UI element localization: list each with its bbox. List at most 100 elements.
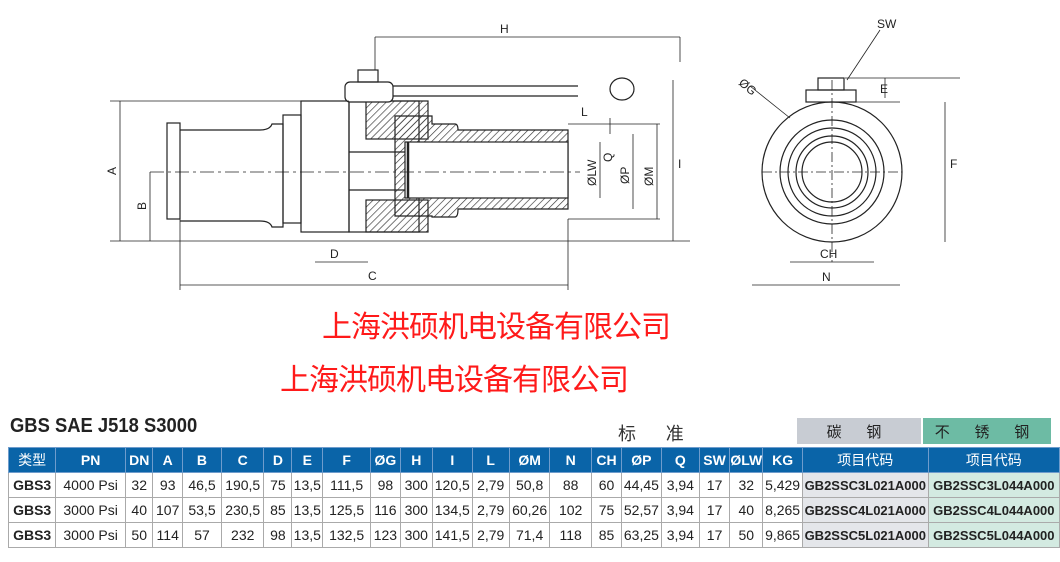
table-cell: 3,94 xyxy=(660,522,700,548)
column-header: 项目代码 xyxy=(927,447,1060,473)
column-header: PN xyxy=(55,447,126,473)
table-cell: 85 xyxy=(263,497,293,523)
item-code-cell: GB2SSC5L044A000 xyxy=(927,522,1060,548)
column-header: H xyxy=(399,447,433,473)
dim-label-q: Q xyxy=(601,153,615,162)
table-cell: 40 xyxy=(124,497,154,523)
table-cell: 3000 Psi xyxy=(55,497,126,523)
table-cell: 111,5 xyxy=(322,472,372,498)
material-carbon-steel: 碳 钢 xyxy=(797,418,921,444)
table-cell: 107 xyxy=(152,497,183,523)
column-header: E xyxy=(291,447,324,473)
column-header: KG xyxy=(762,447,803,473)
table-cell: 85 xyxy=(590,522,623,548)
dim-label-c: C xyxy=(368,269,377,283)
table-cell: 50,8 xyxy=(508,472,551,498)
table-cell: 40 xyxy=(729,497,764,523)
table-cell: 190,5 xyxy=(220,472,265,498)
column-header: ØM xyxy=(508,447,551,473)
watermark-drawing: 上海洪硕机电设备有限公司 xyxy=(322,310,671,345)
table-cell: 75 xyxy=(263,472,293,498)
column-header: B xyxy=(181,447,223,473)
dim-label-p: ØP xyxy=(618,167,632,184)
dim-label-sw: SW xyxy=(877,17,897,31)
valve-technical-drawing: H A B L ØLW Q ØP ØM I D C SW ØG E F CH N xyxy=(105,17,960,290)
table-cell: GBS3 xyxy=(7,472,57,498)
table-cell: 75 xyxy=(590,497,623,523)
column-header: D xyxy=(263,447,293,473)
table-cell: 98 xyxy=(370,472,401,498)
table-cell: 32 xyxy=(729,472,764,498)
table-cell: 114 xyxy=(152,522,183,548)
material-stainless-steel: 不 锈 钢 xyxy=(923,418,1051,444)
table-cell: 17 xyxy=(698,522,731,548)
dim-label-ch: CH xyxy=(820,247,837,261)
table-cell: 232 xyxy=(220,522,265,548)
table-cell: 4000 Psi xyxy=(55,472,126,498)
column-header: L xyxy=(471,447,510,473)
item-code-cell: GB2SSC5L021A000 xyxy=(801,522,929,548)
table-cell: GBS3 xyxy=(7,522,57,548)
table-cell: 88 xyxy=(549,472,592,498)
table-cell: 118 xyxy=(549,522,592,548)
dim-label-n: N xyxy=(822,270,831,284)
column-header: Q xyxy=(660,447,700,473)
table-cell: 13,5 xyxy=(291,497,324,523)
column-header: A xyxy=(152,447,183,473)
table-cell: 13,5 xyxy=(291,472,324,498)
dim-label-h: H xyxy=(500,22,509,36)
column-header: N xyxy=(549,447,592,473)
table-cell: 32 xyxy=(124,472,154,498)
table-cell: 134,5 xyxy=(431,497,473,523)
item-code-cell: GB2SSC4L044A000 xyxy=(927,497,1060,523)
table-cell: 17 xyxy=(698,497,731,523)
dim-label-b: B xyxy=(135,202,149,210)
table-cell: 63,25 xyxy=(621,522,662,548)
table-cell: 52,57 xyxy=(621,497,662,523)
item-code-cell: GB2SSC3L044A000 xyxy=(927,472,1060,498)
table-cell: 141,5 xyxy=(431,522,473,548)
table-cell: 57 xyxy=(181,522,223,548)
column-header: ØP xyxy=(621,447,662,473)
table-cell: 116 xyxy=(370,497,401,523)
dim-label-d: D xyxy=(330,247,339,261)
table-cell: 230,5 xyxy=(220,497,265,523)
dim-label-a: A xyxy=(105,167,119,175)
table-cell: 300 xyxy=(399,472,433,498)
dim-label-l: L xyxy=(581,105,588,119)
dim-label-f: F xyxy=(950,157,957,171)
table-cell: 17 xyxy=(698,472,731,498)
table-cell: 300 xyxy=(399,522,433,548)
table-cell: 60,26 xyxy=(508,497,551,523)
table-cell: 13,5 xyxy=(291,522,324,548)
column-header: ØLW xyxy=(729,447,764,473)
dim-label-lw: ØLW xyxy=(585,159,599,186)
column-header: 项目代码 xyxy=(801,447,929,473)
column-header: I xyxy=(431,447,473,473)
table-cell: 2,79 xyxy=(471,497,510,523)
table-cell: 50 xyxy=(729,522,764,548)
table-cell: 2,79 xyxy=(471,472,510,498)
column-header: C xyxy=(220,447,265,473)
table-cell: 300 xyxy=(399,497,433,523)
dim-label-m: ØM xyxy=(642,167,656,186)
standard-label: 标 准 xyxy=(618,424,696,445)
column-header: DN xyxy=(124,447,154,473)
table-cell: GBS3 xyxy=(7,497,57,523)
product-title: GBS SAE J518 S3000 xyxy=(10,415,198,437)
column-header: SW xyxy=(698,447,731,473)
column-header: 类型 xyxy=(7,447,57,473)
table-cell: 3,94 xyxy=(660,472,700,498)
table-cell: 8,265 xyxy=(762,497,803,523)
table-cell: 44,45 xyxy=(621,472,662,498)
table-cell: 123 xyxy=(370,522,401,548)
table-cell: 132,5 xyxy=(322,522,372,548)
dim-label-g: ØG xyxy=(736,76,759,99)
table-cell: 93 xyxy=(152,472,183,498)
item-code-cell: GB2SSC4L021A000 xyxy=(801,497,929,523)
table-cell: 120,5 xyxy=(431,472,473,498)
table-cell: 3,94 xyxy=(660,497,700,523)
